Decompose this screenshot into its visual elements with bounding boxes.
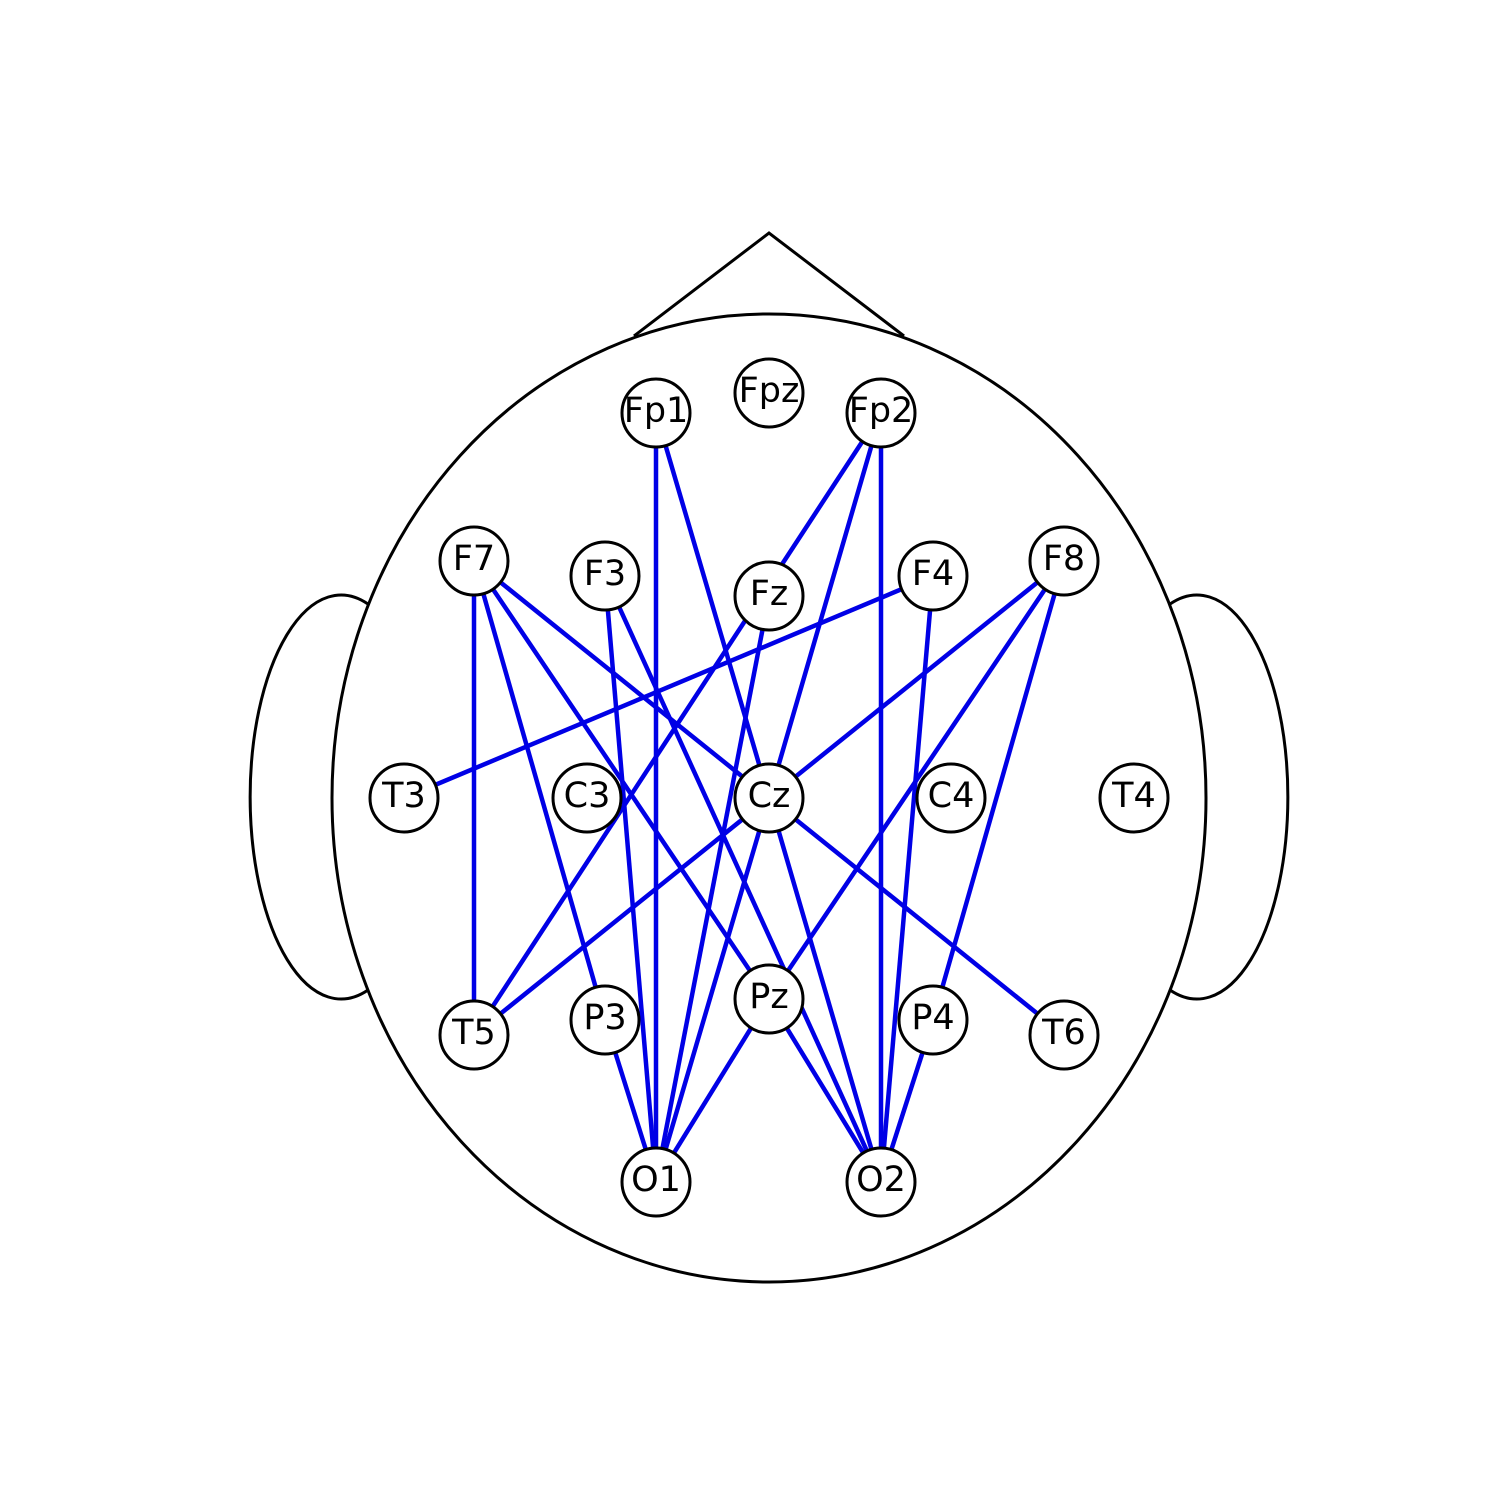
- electrode-fpz: Fpz: [733, 357, 805, 429]
- electrode-circle-f8: [1028, 525, 1100, 597]
- electrode-circle-f4: [897, 540, 969, 612]
- connection-fp1-cz: [653, 412, 772, 799]
- connection-fp2-cz: [766, 412, 884, 799]
- left-ear-outline: [248, 593, 369, 1001]
- electrode-circle-fpz: [733, 357, 805, 429]
- electrode-fp2: Fp2: [845, 377, 917, 449]
- electrode-f4: F4: [897, 540, 969, 612]
- electrode-label-fpz: Fpz: [739, 371, 800, 411]
- connection-f4-o2: [878, 575, 936, 1183]
- connection-fz-o1: [653, 595, 772, 1183]
- head-outline-group: [248, 231, 1290, 1284]
- connection-f4-t3: [403, 573, 934, 801]
- electrode-circle-t5: [438, 999, 510, 1071]
- electrode-circle-o2: [845, 1146, 917, 1218]
- connection-f8-p4: [930, 560, 1067, 1021]
- electrode-t6: T6: [1028, 999, 1100, 1071]
- connections-layer: [403, 411, 1067, 1184]
- electrode-label-c4: C4: [928, 776, 975, 816]
- electrode-label-f7: F7: [453, 539, 495, 579]
- electrode-label-fz: Fz: [750, 574, 789, 614]
- electrode-label-p3: P3: [583, 998, 626, 1038]
- electrode-circle-t4: [1098, 762, 1170, 834]
- electrode-circle-c4: [915, 762, 987, 834]
- electrode-label-f4: F4: [912, 554, 954, 594]
- electrode-t5: T5: [438, 999, 510, 1071]
- connection-f8-cz: [767, 559, 1066, 800]
- electrode-c4: C4: [915, 762, 987, 834]
- electrode-circle-f3: [569, 540, 641, 612]
- connection-cz-o2: [766, 797, 884, 1183]
- electrode-o2: O2: [845, 1146, 917, 1218]
- electrode-circle-fp1: [620, 377, 692, 449]
- electrode-circle-t6: [1028, 999, 1100, 1071]
- electrode-label-t4: T4: [1111, 776, 1156, 816]
- electrode-f7: F7: [438, 525, 510, 597]
- connection-f7-p3: [471, 560, 608, 1021]
- connection-f7-cz: [472, 559, 771, 800]
- electrode-fp1: Fp1: [620, 377, 692, 449]
- electrode-cz: Cz: [733, 762, 805, 834]
- electrode-label-fp1: Fp1: [624, 391, 689, 431]
- connection-cz-t5: [472, 796, 771, 1037]
- electrode-label-p4: P4: [911, 998, 954, 1038]
- electrode-label-fp2: Fp2: [849, 391, 914, 431]
- electrode-f8: F8: [1028, 525, 1100, 597]
- electrode-circle-fz: [733, 560, 805, 632]
- electrode-p4: P4: [897, 984, 969, 1056]
- electrode-circle-fp2: [845, 377, 917, 449]
- electrode-label-t6: T6: [1041, 1013, 1086, 1053]
- electrode-circle-o1: [620, 1146, 692, 1218]
- electrode-label-pz: Pz: [749, 977, 788, 1017]
- electrode-label-o2: O2: [856, 1160, 906, 1200]
- electrode-circle-cz: [733, 762, 805, 834]
- electrode-label-t5: T5: [451, 1013, 496, 1053]
- connection-cz-t6: [767, 796, 1066, 1037]
- right-ear-outline: [1169, 593, 1290, 1001]
- nose-outline: [633, 231, 905, 338]
- electrode-circle-p4: [897, 984, 969, 1056]
- electrode-c3: C3: [551, 762, 623, 834]
- electrode-label-c3: C3: [564, 776, 611, 816]
- electrode-circle-pz: [733, 963, 805, 1035]
- electrode-p3: P3: [569, 984, 641, 1056]
- connection-cz-o1: [653, 797, 772, 1183]
- electrode-label-f3: F3: [584, 554, 626, 594]
- electrode-label-cz: Cz: [748, 776, 791, 816]
- electrode-label-o1: O1: [631, 1160, 681, 1200]
- electrode-o1: O1: [620, 1146, 692, 1218]
- connection-pz-o2: [767, 997, 883, 1184]
- electrode-t4: T4: [1098, 762, 1170, 834]
- electrode-circle-f7: [438, 525, 510, 597]
- electrode-pz: Pz: [733, 963, 805, 1035]
- connection-f8-pz: [767, 559, 1066, 1001]
- electrode-fz: Fz: [733, 560, 805, 632]
- electrode-f3: F3: [569, 540, 641, 612]
- electrode-label-t3: T3: [381, 776, 426, 816]
- electrode-circle-t3: [368, 762, 440, 834]
- connection-pz-o1: [654, 997, 771, 1184]
- electrode-circle-p3: [569, 984, 641, 1056]
- electrode-circle-c3: [551, 762, 623, 834]
- head-outline: [330, 312, 1208, 1284]
- electrode-label-f8: F8: [1043, 539, 1085, 579]
- electrode-t3: T3: [368, 762, 440, 834]
- connection-f3-o1: [602, 575, 659, 1183]
